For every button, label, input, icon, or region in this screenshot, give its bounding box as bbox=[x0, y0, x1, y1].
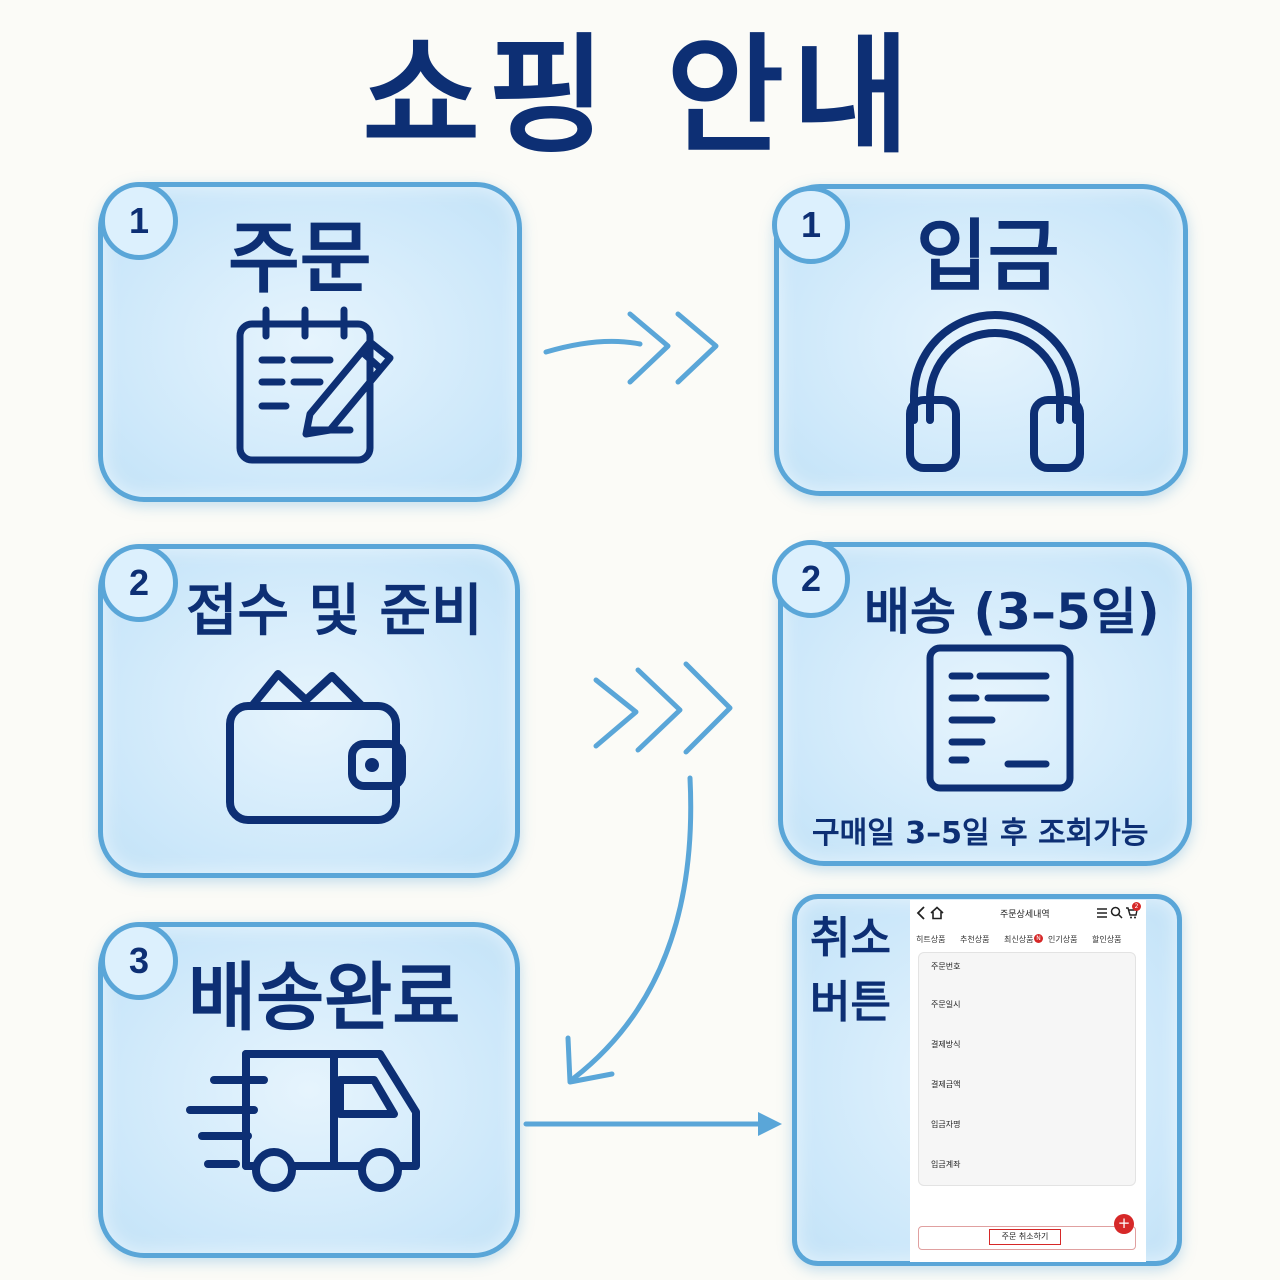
tab-hit-products[interactable]: 히트상품 bbox=[916, 935, 946, 944]
payment-amount-label: 결제금액 bbox=[931, 1080, 961, 1089]
chevron-right-icon bbox=[635, 667, 683, 753]
category-tabs: 히트상품 추천상품 최신상품 N 인기상품 할인상품 bbox=[910, 934, 1146, 950]
tab-new-products[interactable]: 최신상품 bbox=[1004, 935, 1034, 944]
step-number-badge: 2 bbox=[100, 544, 178, 622]
menu-icon[interactable] bbox=[1096, 907, 1108, 919]
back-icon[interactable] bbox=[916, 906, 926, 920]
step-shipping-label: 배송 (3–5일) bbox=[864, 583, 1160, 641]
deposit-account-label: 입금계좌 bbox=[931, 1160, 961, 1169]
notepad-pencil-icon bbox=[236, 306, 394, 464]
tab-sale-products[interactable]: 할인상품 bbox=[1092, 935, 1122, 944]
home-icon[interactable] bbox=[930, 906, 944, 920]
delivery-truck-icon bbox=[186, 1050, 420, 1192]
page-title: 쇼핑 안내 bbox=[362, 22, 918, 171]
phone-top-bar: 주문상세내역 2 bbox=[910, 900, 1146, 926]
tab-recommended-products[interactable]: 추천상품 bbox=[960, 935, 990, 944]
cancel-label-line2: 버튼 bbox=[810, 977, 891, 1028]
step-deposit-label: 입금 bbox=[916, 212, 1060, 302]
new-badge: N bbox=[1034, 934, 1043, 943]
chevron-right-icon bbox=[675, 311, 719, 385]
depositor-name-label: 입금자명 bbox=[931, 1120, 961, 1129]
arrow-curve-to-delivered bbox=[571, 775, 694, 1081]
order-date-label: 주문일시 bbox=[931, 1000, 961, 1009]
order-number-label: 주문번호 bbox=[931, 962, 961, 971]
chevron-right-icon bbox=[627, 311, 671, 385]
search-icon[interactable] bbox=[1110, 906, 1123, 919]
step-number-badge: 1 bbox=[772, 186, 850, 264]
arrow-order-to-deposit bbox=[543, 338, 643, 355]
phone-page-title: 주문상세내역 bbox=[1000, 910, 1050, 920]
step-number-badge: 3 bbox=[100, 922, 178, 1000]
chevron-right-icon bbox=[593, 677, 639, 749]
step-order-label: 주문 bbox=[228, 214, 372, 304]
step-delivered-card bbox=[98, 922, 520, 1258]
cancel-label-line1: 취소 bbox=[810, 913, 891, 964]
step-number-badge: 1 bbox=[100, 182, 178, 260]
tab-popular-products[interactable]: 인기상품 bbox=[1048, 935, 1078, 944]
cancel-order-button[interactable]: 주문 취소하기 bbox=[989, 1229, 1061, 1245]
document-lines-icon bbox=[926, 644, 1074, 792]
headphones-icon bbox=[906, 311, 1084, 472]
chevron-right-icon bbox=[683, 661, 733, 755]
order-detail-screenshot: 주문상세내역 2 히트상품 추천상품 최신상품 N 인기상품 할인상품 주문번호… bbox=[910, 900, 1146, 1262]
add-button[interactable]: + bbox=[1114, 1214, 1134, 1234]
step-number-badge: 2 bbox=[772, 540, 850, 618]
payment-method-label: 결제방식 bbox=[931, 1040, 961, 1049]
order-info-list: 주문번호 주문일시 결제방식 결제금액 입금자명 입금계좌 bbox=[918, 952, 1136, 1186]
cart-count-badge: 2 bbox=[1132, 902, 1141, 911]
step-receipt-label: 접수 및 준비 bbox=[186, 579, 483, 644]
cancel-button-area: 주문 취소하기 bbox=[918, 1226, 1136, 1250]
step-delivered-label: 배송완료 bbox=[188, 955, 461, 1041]
step-shipping-card bbox=[778, 542, 1192, 866]
wallet-icon bbox=[226, 670, 406, 824]
shipping-note: 구매일 3–5일 후 조회가능 bbox=[812, 816, 1149, 851]
